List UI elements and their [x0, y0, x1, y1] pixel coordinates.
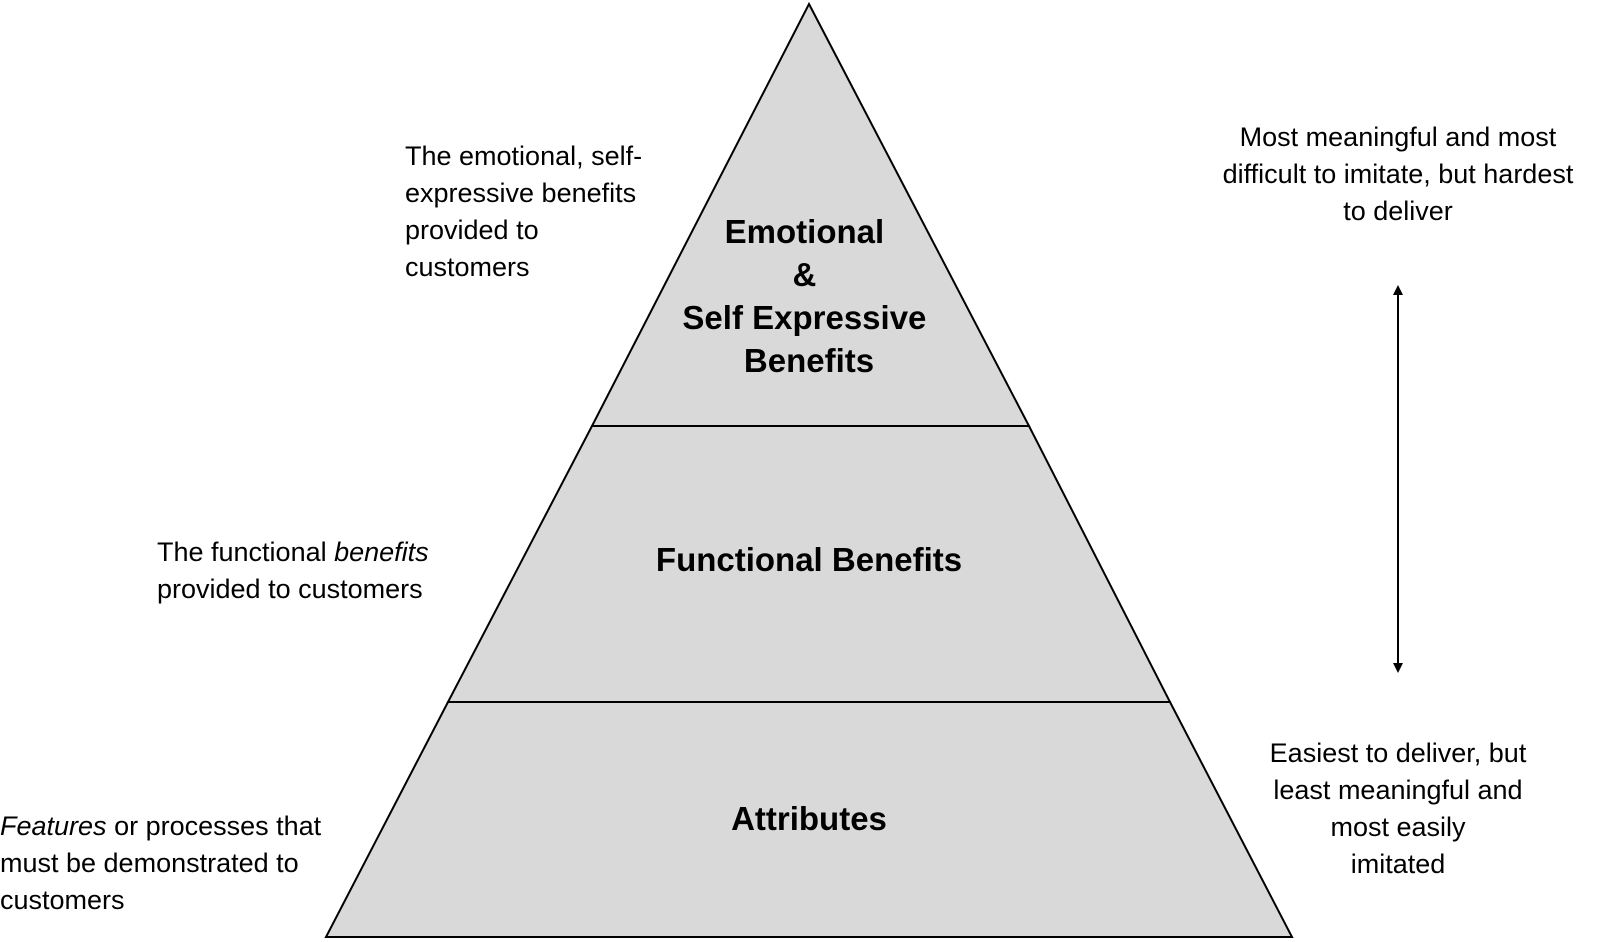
emotional-description: The emotional, self- expressive benefits…: [405, 138, 642, 286]
emotional-description-line-1: The emotional, self-: [405, 141, 643, 171]
functional-description-line-2: provided to customers: [157, 574, 423, 604]
tier-label-attributes: Attributes: [731, 800, 887, 837]
attributes-description-line-3: customers: [0, 885, 125, 915]
functional-description-line-1: The functional benefits: [157, 534, 429, 571]
tier-label-emotional-line-3: Self Expressive: [682, 299, 926, 336]
functional-description: The functional benefits provided to cust…: [157, 534, 429, 608]
bottom-scale-note-line-3: most easily: [1330, 812, 1466, 842]
attributes-description: Features or processes that must be demon…: [0, 808, 321, 919]
attributes-description-line-1: Features or processes that: [0, 808, 321, 845]
tier-label-emotional-line-2: &: [792, 256, 816, 293]
emotional-description-line-2: expressive benefits: [405, 178, 637, 208]
attributes-description-line-2: must be demonstrated to: [0, 848, 299, 878]
top-scale-note: Most meaningful and most difficult to im…: [1195, 119, 1600, 230]
bottom-scale-note-line-4: imitated: [1350, 849, 1446, 879]
top-scale-note-line-2: difficult to imitate, but hardest: [1222, 159, 1574, 189]
attributes-description-italic: Features: [0, 811, 107, 841]
emotional-description-line-4: customers: [405, 252, 530, 282]
attributes-description-suffix: or processes that: [106, 811, 322, 841]
top-scale-note-line-3: to deliver: [1343, 196, 1453, 226]
bottom-scale-note: Easiest to deliver, but least meaningful…: [1235, 735, 1561, 883]
tier-label-emotional-line-4: Benefits: [744, 342, 874, 379]
top-scale-note-line-1: Most meaningful and most: [1239, 122, 1557, 152]
tier-label-emotional-line-1: Emotional: [725, 213, 885, 250]
functional-description-italic: benefits: [334, 537, 429, 567]
emotional-description-line-3: provided to: [405, 215, 539, 245]
bottom-scale-note-line-1: Easiest to deliver, but: [1269, 738, 1527, 768]
pyramid-tier-attributes: [324, 701, 1294, 938]
tier-label-functional: Functional Benefits: [656, 541, 962, 578]
tier-label-emotional: Emotional & Self Expressive Benefits: [682, 213, 935, 379]
functional-description-prefix: The functional: [157, 537, 335, 567]
bottom-scale-note-line-2: least meaningful and: [1273, 775, 1523, 805]
